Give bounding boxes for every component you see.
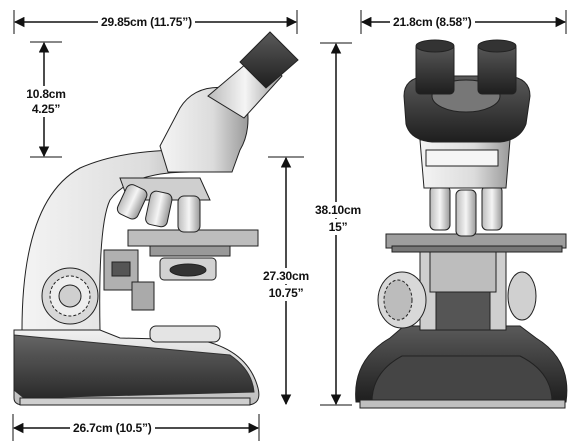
- side-base-foot: [19, 397, 251, 406]
- front-view-microscope: [355, 39, 568, 409]
- side-objective-2: [145, 190, 173, 228]
- total-height-cm-label: 38.10cm: [312, 202, 364, 218]
- front-objective-2: [455, 189, 477, 237]
- side-objective-1: [116, 184, 148, 220]
- front-base-foot: [359, 399, 566, 409]
- side-illuminator: [149, 325, 221, 343]
- front-focus-knob-right: [507, 271, 537, 321]
- side-base-dark-band: [13, 334, 255, 399]
- side-eyepiece: [239, 31, 299, 89]
- stage-height-cm-label: 27.30cm: [258, 268, 314, 284]
- front-objective-1: [429, 185, 451, 231]
- front-objective-3: [481, 185, 503, 231]
- eyepiece-height-cm-label: 10.8cm: [24, 86, 68, 102]
- total-height-in-label: 15”: [312, 219, 364, 235]
- side-width-label: 29.85cm (11.75”): [98, 15, 195, 29]
- eyepiece-height-in-label: 4.25”: [24, 101, 68, 117]
- stage-height-in-label: 10.75”: [258, 285, 314, 301]
- side-objective-3: [177, 195, 201, 233]
- side-view-microscope: [13, 31, 299, 406]
- front-width-label: 21.8cm (8.58”): [390, 15, 475, 29]
- front-condenser: [429, 251, 497, 293]
- base-depth-label: 26.7cm (10.5”): [70, 421, 155, 435]
